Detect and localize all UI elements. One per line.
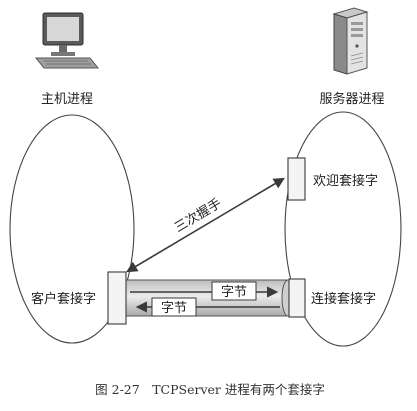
welcome-socket — [287, 157, 306, 201]
welcome-socket-label: 欢迎套接字 — [313, 173, 378, 189]
client-socket — [107, 271, 127, 325]
client-socket-label: 客户套接字 — [31, 291, 96, 307]
connection-socket — [288, 278, 306, 318]
bytes-left-box — [151, 297, 197, 317]
tcp-connection-pipe — [126, 279, 295, 317]
server-process-label: 服务器进程 — [319, 91, 384, 107]
figure-caption: 图 2-27 TCPServer 进程有两个套接字 — [95, 382, 325, 397]
bytes-left-label: 字节 — [161, 301, 187, 316]
connection-socket-label: 连接套接字 — [311, 291, 376, 307]
server-process-ellipse — [284, 111, 402, 347]
bytes-right-box — [211, 281, 257, 301]
bytes-right-label: 字节 — [221, 285, 247, 300]
handshake-arrow — [126, 177, 285, 273]
host-process-label: 主机进程 — [41, 92, 93, 107]
desktop-computer-icon — [34, 12, 100, 69]
server-tower-icon — [332, 7, 369, 75]
